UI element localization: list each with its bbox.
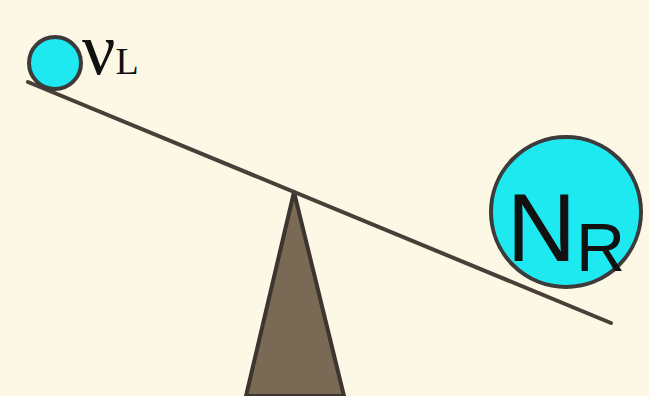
particle-label: νL xyxy=(82,12,139,86)
particle-circle: νL xyxy=(29,37,81,89)
particle-symbol: N xyxy=(507,180,576,276)
particle-circle: NR xyxy=(491,137,641,287)
particle-subscript: L xyxy=(115,42,138,80)
particle-label: NR xyxy=(507,180,625,276)
seesaw-beam xyxy=(28,82,611,323)
particle-symbol: ν xyxy=(82,12,115,86)
circle-outline xyxy=(29,37,81,89)
particle-subscript: R xyxy=(576,213,625,281)
fulcrum xyxy=(246,192,344,396)
